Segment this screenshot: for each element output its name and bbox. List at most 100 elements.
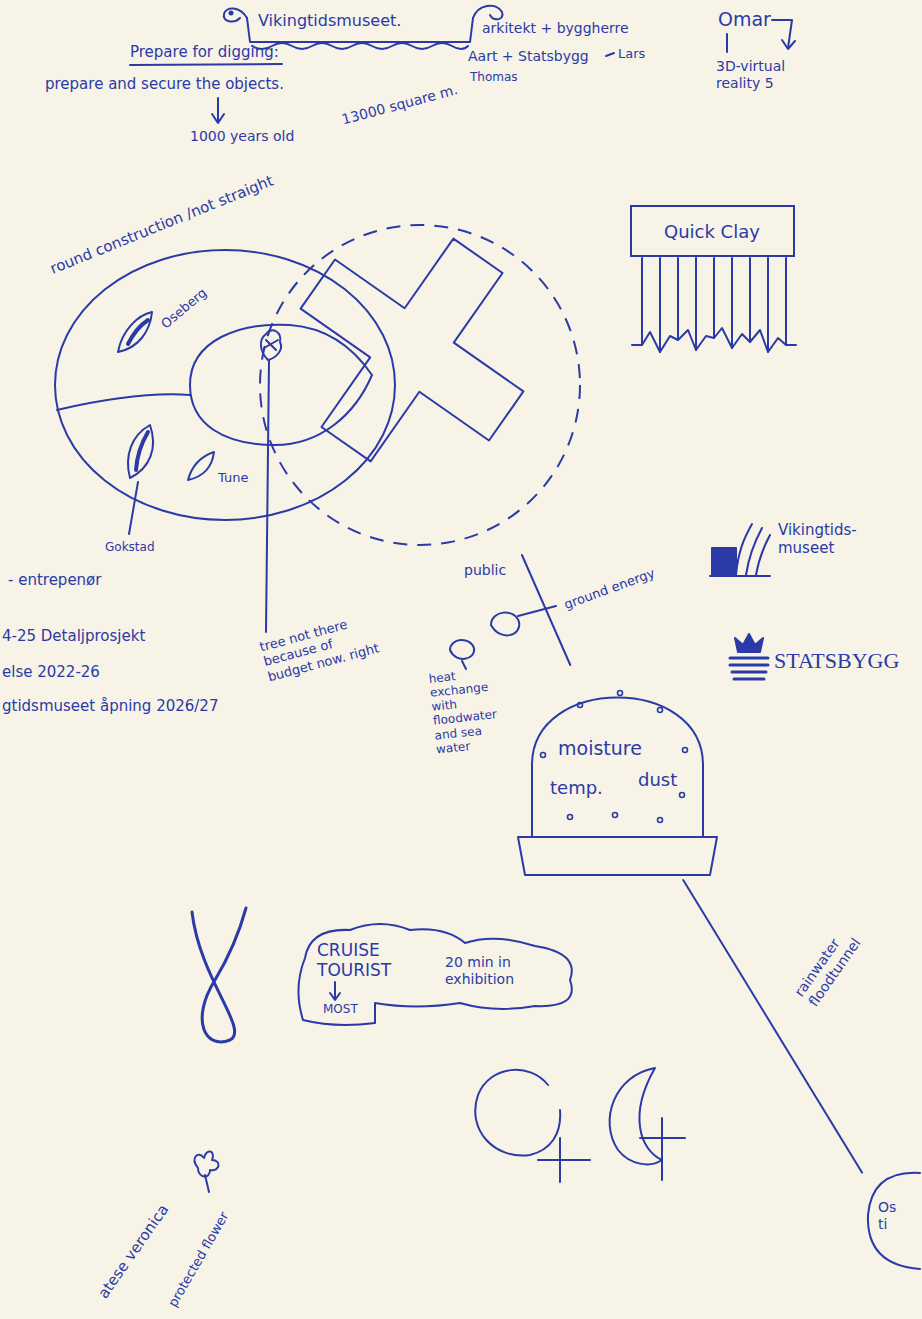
leader-line [726, 34, 728, 52]
energy-blob [491, 613, 519, 636]
note-text: heat exchange with floodwater and sea wa… [428, 664, 514, 757]
node-text: moisture [558, 737, 642, 759]
node-text: CRUISE TOURIST [317, 940, 412, 980]
dome-dot [658, 818, 663, 823]
node-shape [262, 100, 582, 555]
node-outline [868, 1173, 920, 1269]
flower-symbol [195, 1151, 219, 1192]
note-text: gtidsmuseet åpning 2026/27 [2, 698, 218, 716]
title-text: Vikingtidsmuseet. [258, 12, 401, 31]
site-circle: 13000 square m. [262, 100, 582, 555]
round-plan [55, 250, 395, 520]
cruise-cloud: CRUISE TOURIST 20 min in exhibition [295, 918, 585, 1028]
most-arrow [330, 993, 340, 1000]
ship-frame [252, 43, 468, 49]
note-text: Thomas [470, 70, 518, 84]
flower-symbol [195, 1151, 219, 1176]
church-symbol [475, 1068, 685, 1182]
statsbygg-logo [730, 658, 768, 679]
dome-node: moisture temp. dust [510, 665, 725, 880]
ship-symbol [118, 312, 214, 534]
ship-frame [224, 8, 247, 21]
flower-symbol [205, 1175, 209, 1192]
note-text: tree not there because of budget now. ri… [258, 609, 386, 684]
leader-line [217, 98, 219, 122]
leader-line [606, 53, 614, 56]
note-text: 3D-virtual reality 5 [716, 58, 816, 91]
museum-logo [736, 524, 770, 575]
note-text: protected flower [165, 1209, 232, 1309]
ship-frame [224, 6, 503, 49]
edge-label: rainwater floodtunnel [790, 911, 874, 1011]
note-text: - entrepenør [8, 572, 101, 590]
ship-symbol [128, 320, 148, 344]
church-symbol [640, 1118, 685, 1180]
note-text: arkitekt + byggherre [482, 20, 629, 37]
museum-logo [712, 548, 736, 575]
tree-symbol [266, 360, 269, 632]
dome-dot [683, 748, 688, 753]
node-text: temp. [550, 777, 603, 798]
node-outline [518, 837, 717, 875]
dashed-circle [260, 225, 580, 545]
museum-logo [710, 524, 770, 576]
church-symbol [538, 1138, 590, 1182]
connector [683, 880, 862, 1173]
note-text: STATSBYGG [774, 648, 899, 674]
node-text: Os ti [878, 1199, 908, 1232]
statsbygg-logo [735, 634, 763, 652]
ship-frame [230, 12, 233, 15]
quick-clay-columns [632, 328, 796, 352]
ship-symbol [129, 482, 138, 534]
node-shape [510, 665, 725, 880]
note-text: atese veronica [95, 1202, 173, 1303]
note-text: else 2022-26 [2, 664, 100, 682]
dome-dot [613, 813, 618, 818]
tree-symbol [264, 340, 278, 350]
note-text: Gokstad [105, 540, 155, 554]
node-shape [862, 1165, 920, 1275]
round-plan [57, 394, 190, 410]
node-text: dust [638, 769, 677, 790]
connector [522, 555, 570, 665]
building-cross [252, 190, 572, 510]
tree-symbol [261, 330, 281, 632]
note-text: Vikingtids-museet [778, 522, 878, 557]
building-cross [252, 190, 572, 510]
dome-dot [618, 691, 623, 696]
note-text: Lars [618, 46, 645, 61]
leader-line [130, 20, 795, 123]
ship-symbol [118, 312, 152, 352]
ship-symbol [136, 432, 148, 470]
statsbygg-logo [730, 634, 768, 679]
node-outline [298, 924, 571, 1025]
note-text: Tune [218, 470, 248, 485]
round-plan [190, 325, 372, 445]
tunnel-node: Os ti [862, 1165, 920, 1275]
ship-frame [473, 6, 503, 20]
loop-symbol [192, 908, 246, 1042]
tree-symbol [261, 330, 281, 360]
energy-blob [462, 661, 466, 669]
round-plan [55, 250, 395, 520]
leader-line [130, 64, 282, 65]
note-text: Omar [718, 8, 771, 30]
church-symbol [475, 1070, 560, 1156]
note-text: round construction /not straight [48, 173, 276, 279]
node-text: 20 min in exhibition [445, 954, 540, 987]
leader-line [212, 114, 224, 123]
energy-blob [450, 640, 474, 659]
dome-dot [578, 703, 583, 708]
leader-line [782, 40, 795, 49]
dome-dot [568, 815, 573, 820]
loop-symbol [192, 908, 246, 1042]
note-text: ground energy [562, 565, 657, 612]
edge-label: public [462, 562, 508, 579]
note-text: MOST [323, 1002, 358, 1016]
quick-clay-columns [632, 258, 796, 352]
note-text: prepare and secure the objects. [45, 76, 284, 94]
note-text: Oseberg [158, 285, 210, 332]
dome-dot [541, 753, 546, 758]
dome-dot [658, 708, 663, 713]
